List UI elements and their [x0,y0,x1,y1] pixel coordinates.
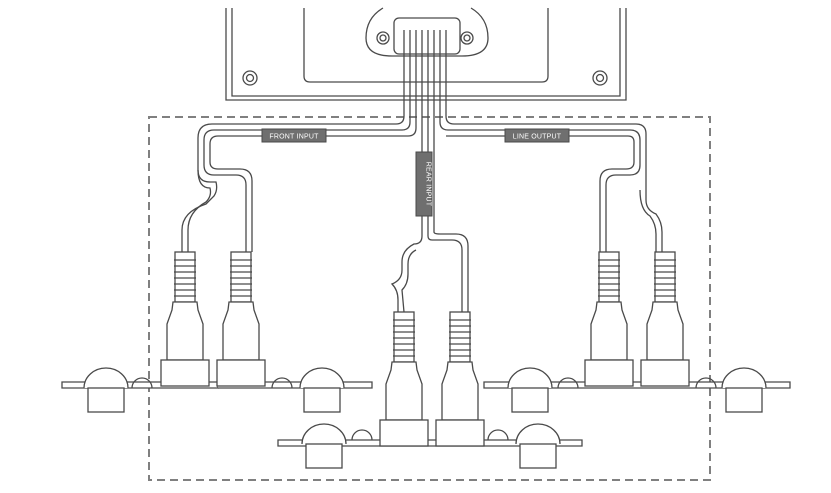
rca-jack-icon [721,367,767,413]
rca-plug-icon [435,311,485,447]
front-input-label: FRONT INPUT [269,134,319,141]
right-jack-panel [483,367,791,413]
rca-plug-icon [216,251,266,387]
screw-right-icon [592,70,608,86]
rear-input-plugs [379,311,485,447]
cable-wires [181,30,663,313]
rca-jack-icon [83,367,129,413]
center-jack-panel [277,423,583,469]
line-output-label: LINE OUTPUT [513,134,562,141]
front-input-tag: FRONT INPUT [261,128,327,143]
rca-plug-icon [160,251,210,387]
line-output-tag: LINE OUTPUT [504,128,570,143]
rca-plug-icon [584,251,634,387]
rca-plug-icon [640,251,690,387]
cable-bundle-outline [148,116,711,481]
screw-left-icon [242,70,258,86]
rca-jack-icon [515,423,561,469]
amplifier-housing [225,7,627,101]
rear-input-label: REAR INPUT [425,162,432,207]
line-output-plugs [584,251,690,387]
rear-input-tag: REAR INPUT [415,151,433,217]
rca-jack-icon [301,423,347,469]
rca-jack-icon [507,367,553,413]
rca-jack-icon [299,367,345,413]
front-input-plugs [160,251,266,387]
rca-plug-icon [379,311,429,447]
